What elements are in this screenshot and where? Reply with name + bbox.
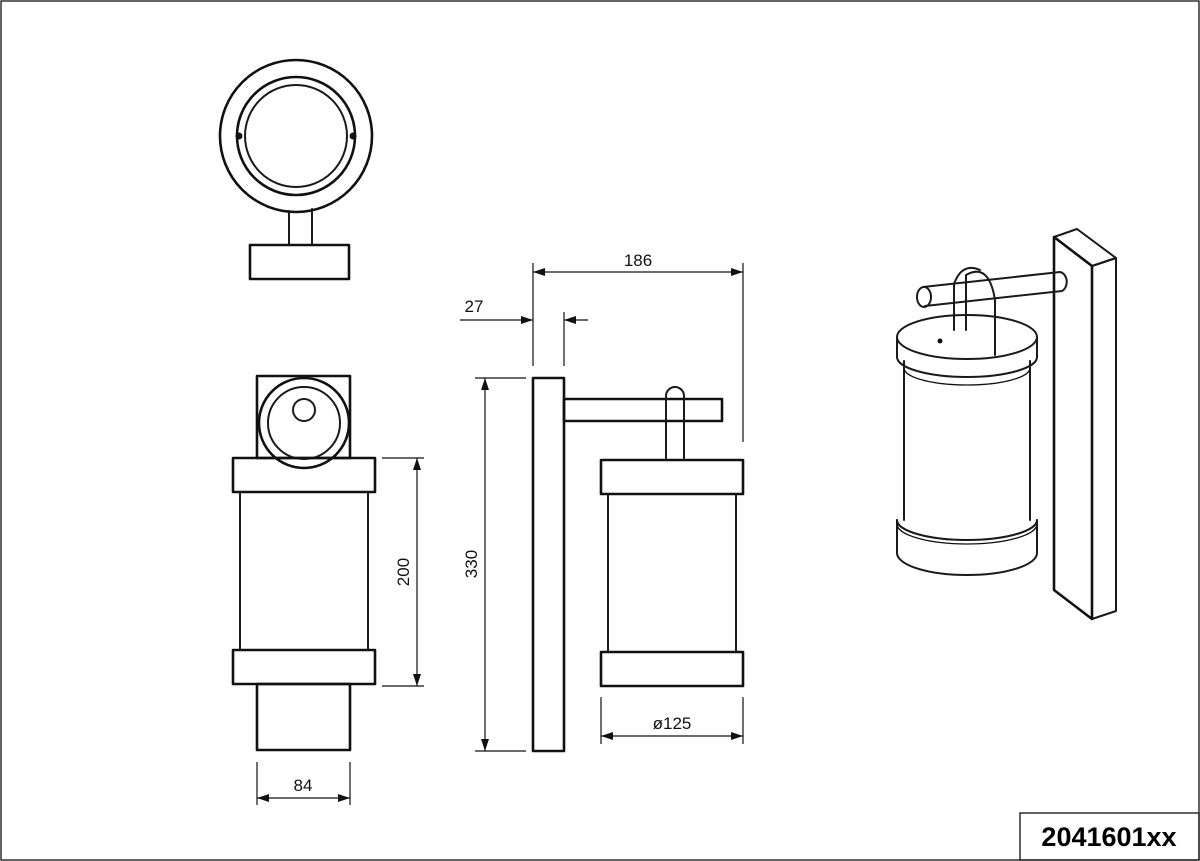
isometric-view (896, 228, 1117, 621)
front-view: 200 84 (231, 374, 424, 805)
dim-overall-depth-label: 186 (624, 251, 652, 270)
dim-plate-depth-label: 27 (465, 297, 484, 316)
top-view (218, 58, 374, 281)
dim-shade-height-label: 200 (394, 558, 413, 586)
side-view: 186 27 330 ø125 (460, 251, 745, 753)
screw-right-icon (349, 132, 357, 140)
dim-overall-height-label: 330 (462, 550, 481, 578)
screw-left-icon (235, 132, 243, 140)
title-block: 2041601xx (1019, 812, 1200, 861)
dim-base-width-label: 84 (294, 776, 313, 795)
dim-shade-diameter-label: ø125 (653, 714, 692, 733)
product-number: 2041601xx (1041, 822, 1176, 852)
